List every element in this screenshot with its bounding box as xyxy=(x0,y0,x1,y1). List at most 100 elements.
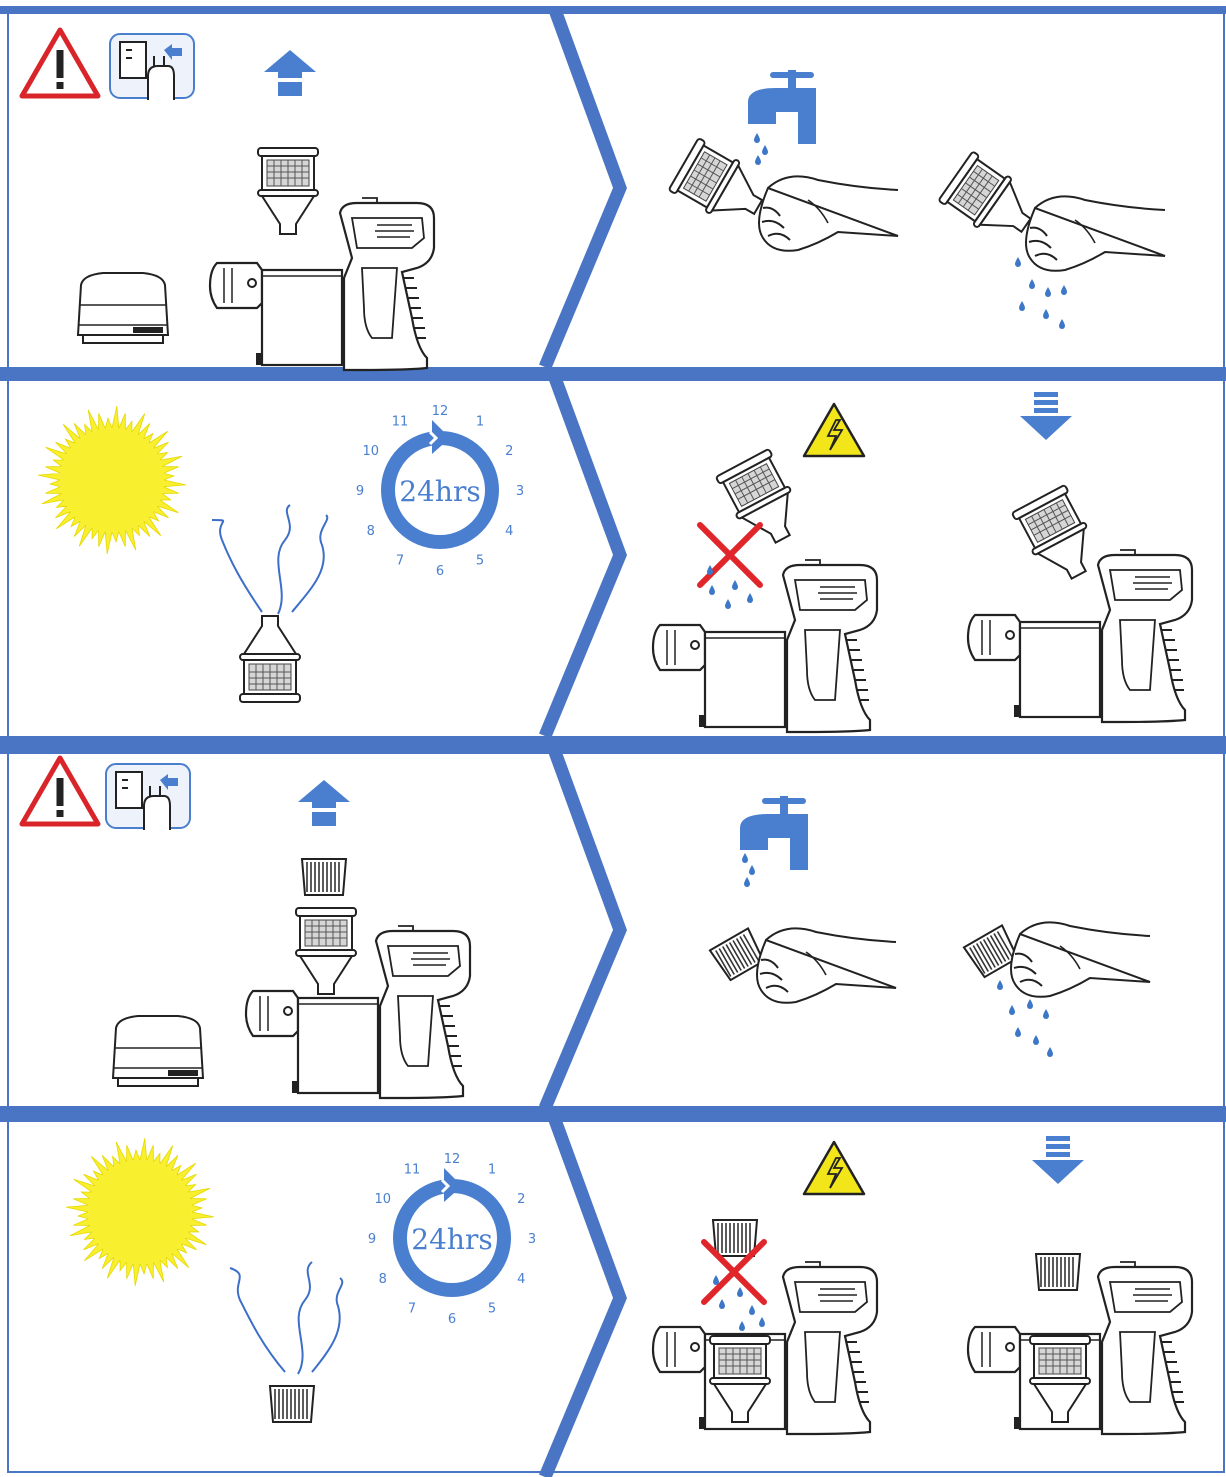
clock-hour-label: 4 xyxy=(505,524,513,539)
water-drop-icon xyxy=(1043,309,1049,319)
water-drop-icon xyxy=(755,155,761,165)
water-drop-icon xyxy=(1033,1035,1039,1045)
cyclone-filter-icon xyxy=(296,908,356,994)
water-drop-icon xyxy=(1027,999,1033,1009)
water-tap-icon xyxy=(748,70,816,144)
water-drop-icon xyxy=(1043,1009,1049,1019)
sun-disc xyxy=(88,1160,192,1264)
step-1-right xyxy=(669,70,1165,329)
step-2-right xyxy=(653,392,1192,732)
hand-icon xyxy=(757,928,896,1002)
unplug-icon xyxy=(110,34,194,100)
cyclone-filter-icon xyxy=(1012,485,1105,589)
water-drop-icon xyxy=(1059,319,1065,329)
water-drop-icon xyxy=(1009,1005,1015,1015)
hand-icon xyxy=(1026,196,1165,270)
clock-hour-label: 6 xyxy=(448,1312,456,1327)
dust-cup-base-icon xyxy=(78,273,168,343)
clock-hour-label: 5 xyxy=(476,553,484,568)
hepa-filter-icon xyxy=(713,1220,757,1256)
clock-hour-label: 5 xyxy=(488,1301,496,1316)
hepa-filter-icon xyxy=(302,859,346,895)
arrow-up-icon xyxy=(264,50,316,96)
clock-hour-label: 9 xyxy=(356,484,364,499)
hepa-filter-icon xyxy=(1036,1254,1080,1290)
water-drop-icon xyxy=(1047,1047,1053,1057)
water-drop-icon xyxy=(744,877,750,887)
hepa-filter-icon xyxy=(270,1386,314,1422)
arrow-down-icon xyxy=(1032,1136,1084,1184)
water-drop-icon xyxy=(1061,285,1067,295)
step-4-right xyxy=(653,1136,1192,1434)
sun-icon xyxy=(38,406,186,554)
electric-hazard-icon xyxy=(804,1142,864,1194)
dust-cup-base-icon xyxy=(113,1016,203,1086)
water-drop-icon xyxy=(737,1287,743,1297)
clock-hour-label: 3 xyxy=(528,1232,536,1247)
unplug-icon xyxy=(106,764,190,830)
clock-hour-label: 4 xyxy=(517,1272,525,1287)
water-drop-icon xyxy=(754,133,760,143)
water-drop-icon xyxy=(759,1317,765,1327)
arrow-down-icon xyxy=(1020,392,1072,440)
water-drop-icon xyxy=(749,1305,755,1315)
water-drop-icon xyxy=(732,580,738,590)
water-drop-icon xyxy=(749,865,755,875)
cross-icon xyxy=(700,525,760,585)
sun-icon xyxy=(66,1138,214,1286)
clock-hour-label: 2 xyxy=(517,1192,525,1207)
hand-icon xyxy=(759,176,898,250)
clock-hour-label: 1 xyxy=(476,415,484,430)
cyclone-filter-icon xyxy=(240,616,300,702)
cyclone-filter-icon xyxy=(669,138,773,233)
sun-disc xyxy=(60,428,164,532)
step-3-left xyxy=(22,758,470,1098)
clock-hour-label: 10 xyxy=(362,444,379,459)
clock-hour-label: 6 xyxy=(436,564,444,579)
water-drop-icon xyxy=(725,599,731,609)
water-drop-icon xyxy=(739,1321,745,1331)
clock-hour-label: 7 xyxy=(408,1301,416,1316)
water-drop-icon xyxy=(997,980,1003,990)
water-drop-icon xyxy=(1029,279,1035,289)
clock-hour-label: 1 xyxy=(488,1163,496,1178)
clock-hour-label: 8 xyxy=(379,1272,387,1287)
step-1-left xyxy=(22,30,434,370)
water-drop-icon xyxy=(707,565,713,575)
clock-hour-label: 9 xyxy=(368,1232,376,1247)
hand-icon xyxy=(1011,922,1150,996)
clock-hour-label: 12 xyxy=(432,404,449,419)
vacuum-cleaner-icon xyxy=(968,550,1192,722)
clock-hour-label: 10 xyxy=(374,1192,391,1207)
water-drop-icon xyxy=(713,1275,719,1285)
warning-triangle-icon xyxy=(22,30,98,96)
water-drop-icon xyxy=(1019,301,1025,311)
water-drop-icon xyxy=(1015,257,1021,267)
water-tap-icon xyxy=(740,796,808,870)
clock-hour-label: 7 xyxy=(396,553,404,568)
water-drop-icon xyxy=(709,585,715,595)
clock-center-label: 24hrs xyxy=(399,475,480,508)
warning-triangle-icon xyxy=(22,758,98,824)
arrow-up-icon xyxy=(298,780,350,826)
electric-hazard-icon xyxy=(804,404,864,456)
vacuum-cleaner-icon xyxy=(246,926,470,1098)
water-drop-icon xyxy=(1045,287,1051,297)
water-drop-icon xyxy=(762,145,768,155)
clock-hour-label: 12 xyxy=(444,1152,461,1167)
clock-hour-label: 11 xyxy=(392,415,409,430)
water-drop-icon xyxy=(1015,1027,1021,1037)
cyclone-filter-icon xyxy=(716,449,809,553)
steam-icon xyxy=(230,1262,342,1374)
cyclone-filter-icon xyxy=(258,148,318,234)
water-drop-icon xyxy=(747,593,753,603)
steam-icon xyxy=(212,505,327,614)
clock-hour-label: 11 xyxy=(404,1163,421,1178)
clock-center-label: 24hrs xyxy=(411,1223,492,1256)
vacuum-cleaner-icon xyxy=(653,560,877,732)
clock-hour-label: 8 xyxy=(367,524,375,539)
